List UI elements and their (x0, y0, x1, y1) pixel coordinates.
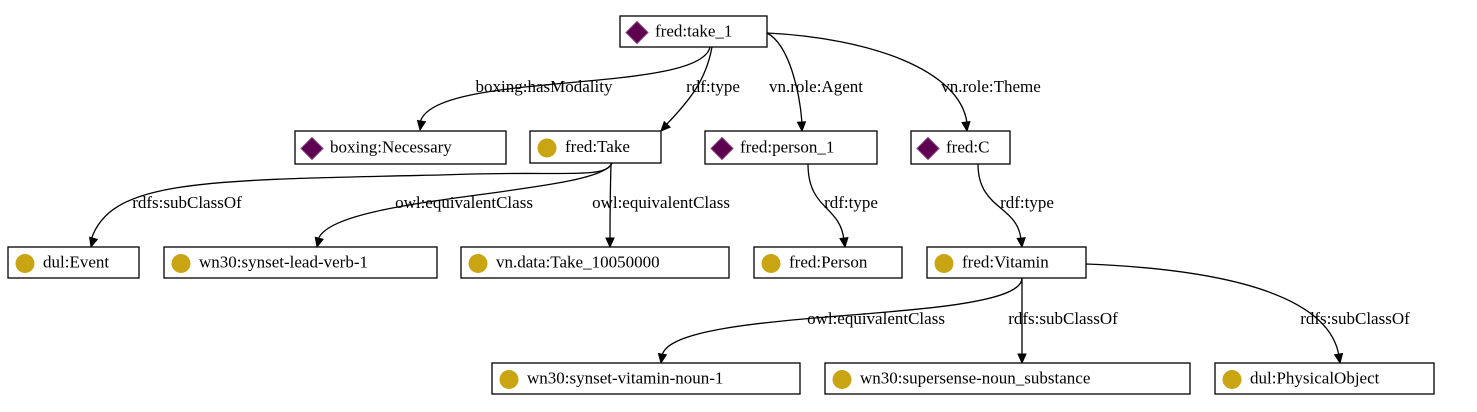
node-person[interactable]: fred:Person (753, 246, 903, 279)
arrow-head (1333, 352, 1344, 365)
edge-label: owl:equivalentClass (395, 193, 533, 212)
edge-take1-necessary: boxing:hasModality (416, 46, 711, 132)
circle-icon (468, 254, 488, 273)
diamond-icon (300, 136, 324, 161)
arrow-head (796, 121, 807, 133)
node-necessary[interactable]: boxing:Necessary (294, 130, 507, 165)
node-label: fred:person_1 (740, 137, 834, 156)
arrow-head (1016, 237, 1026, 249)
edge-label: rdfs:subClassOf (1300, 309, 1410, 328)
node-label: fred:C (946, 137, 989, 156)
edge-line (766, 32, 803, 124)
circle-icon (15, 254, 35, 273)
edge-label: owl:equivalentClass (807, 309, 945, 328)
node-box (926, 246, 1087, 279)
edge-take1-person1: vn.role:Agent (766, 32, 863, 133)
arrow-head (1017, 353, 1027, 365)
edge-line (609, 162, 612, 241)
node-vitamin[interactable]: fred:Vitamin (926, 246, 1087, 279)
edges-layer: boxing:hasModality rdf:type vn.role:Agent v… (89, 32, 1410, 365)
node-label: wn30:synset-lead-verb-1 (199, 252, 368, 271)
node-box (1214, 362, 1435, 395)
edge-line (766, 32, 968, 124)
node-person1[interactable]: fred:person_1 (704, 130, 878, 165)
edge-vitamin-vitaminnoun: owl:equivalentClass (657, 277, 1023, 365)
diamond-icon (916, 136, 940, 161)
edge-person1-person: rdf:type (807, 163, 878, 249)
arrow-head (839, 237, 849, 249)
node-substance[interactable]: wn30:supersense-noun_substance (824, 362, 1191, 395)
circle-icon (537, 138, 557, 158)
edge-take-take10050000: owl:equivalentClass (592, 162, 730, 249)
node-box (491, 362, 801, 395)
edge-take-leadverb: owl:equivalentClass (314, 162, 613, 249)
node-box (294, 130, 507, 165)
node-label: dul:PhysicalObject (1250, 368, 1380, 387)
edge-take1-take: rdf:type (660, 46, 740, 132)
edge-line (90, 162, 613, 241)
circle-icon (761, 254, 781, 273)
edge-label: rdf:type (686, 77, 740, 96)
node-label: fred:Person (789, 252, 868, 271)
arrow-head (89, 236, 99, 249)
arrow-head (961, 121, 971, 133)
edge-line (665, 46, 713, 126)
node-physobj[interactable]: dul:PhysicalObject (1214, 362, 1435, 395)
node-take10050000[interactable]: vn.data:Take_10050000 (460, 246, 730, 279)
edge-label: rdf:type (1000, 193, 1054, 212)
node-label: wn30:synset-vitamin-noun-1 (527, 368, 723, 387)
edge-label: rdf:type (824, 193, 878, 212)
arrow-head (314, 236, 324, 249)
node-label: fred:Take (565, 137, 630, 156)
node-take1[interactable]: fred:take_1 (619, 15, 768, 48)
arrow-head (416, 119, 427, 132)
edge-c-vitamin: rdf:type (977, 163, 1054, 249)
edge-label: boxing:hasModality (476, 77, 613, 96)
edge-take-event: rdfs:subClassOf (89, 162, 613, 249)
node-box (460, 246, 730, 279)
circle-icon (832, 370, 852, 389)
edge-label: rdfs:subClassOf (1008, 309, 1118, 328)
arrow-head (657, 352, 668, 365)
circle-icon (1222, 370, 1242, 389)
arrow-head (605, 237, 615, 249)
node-box (529, 130, 662, 164)
edge-line (661, 277, 1023, 357)
node-label: fred:Vitamin (962, 252, 1049, 271)
node-take[interactable]: fred:Take (529, 130, 662, 164)
edge-vitamin-physobj: rdfs:subClassOf (1085, 263, 1410, 365)
edge-label: vn.role:Agent (769, 77, 863, 96)
arrow-head (660, 120, 671, 132)
node-box (163, 246, 438, 279)
node-label: wn30:supersense-noun_substance (860, 368, 1090, 387)
node-label: boxing:Necessary (330, 137, 452, 156)
nodes-layer: fred:take_1 boxing:Necessary fred:Take fred… (7, 15, 1435, 395)
node-box (824, 362, 1191, 395)
circle-icon (499, 370, 519, 389)
circle-icon (934, 254, 954, 273)
node-c[interactable]: fred:C (910, 130, 1011, 165)
node-event[interactable]: dul:Event (7, 246, 140, 279)
diamond-icon (625, 20, 649, 45)
edge-line (807, 163, 845, 241)
edge-line (1085, 263, 1340, 357)
node-box (704, 130, 878, 165)
edge-vitamin-substance: rdfs:subClassOf (1008, 278, 1118, 365)
edge-line (977, 163, 1022, 241)
diamond-icon (710, 136, 734, 161)
edge-label: owl:equivalentClass (592, 193, 730, 212)
edge-label: rdfs:subClassOf (132, 193, 242, 212)
node-vitaminnoun[interactable]: wn30:synset-vitamin-noun-1 (491, 362, 801, 395)
edge-line (419, 46, 711, 124)
node-label: dul:Event (43, 252, 109, 271)
edge-take1-c: vn.role:Theme (766, 32, 1041, 133)
edge-line (317, 162, 613, 241)
node-label: vn.data:Take_10050000 (496, 252, 660, 271)
node-label: fred:take_1 (655, 21, 732, 40)
edge-label: vn.role:Theme (941, 77, 1041, 96)
circle-icon (171, 254, 191, 273)
node-leadverb[interactable]: wn30:synset-lead-verb-1 (163, 246, 438, 279)
